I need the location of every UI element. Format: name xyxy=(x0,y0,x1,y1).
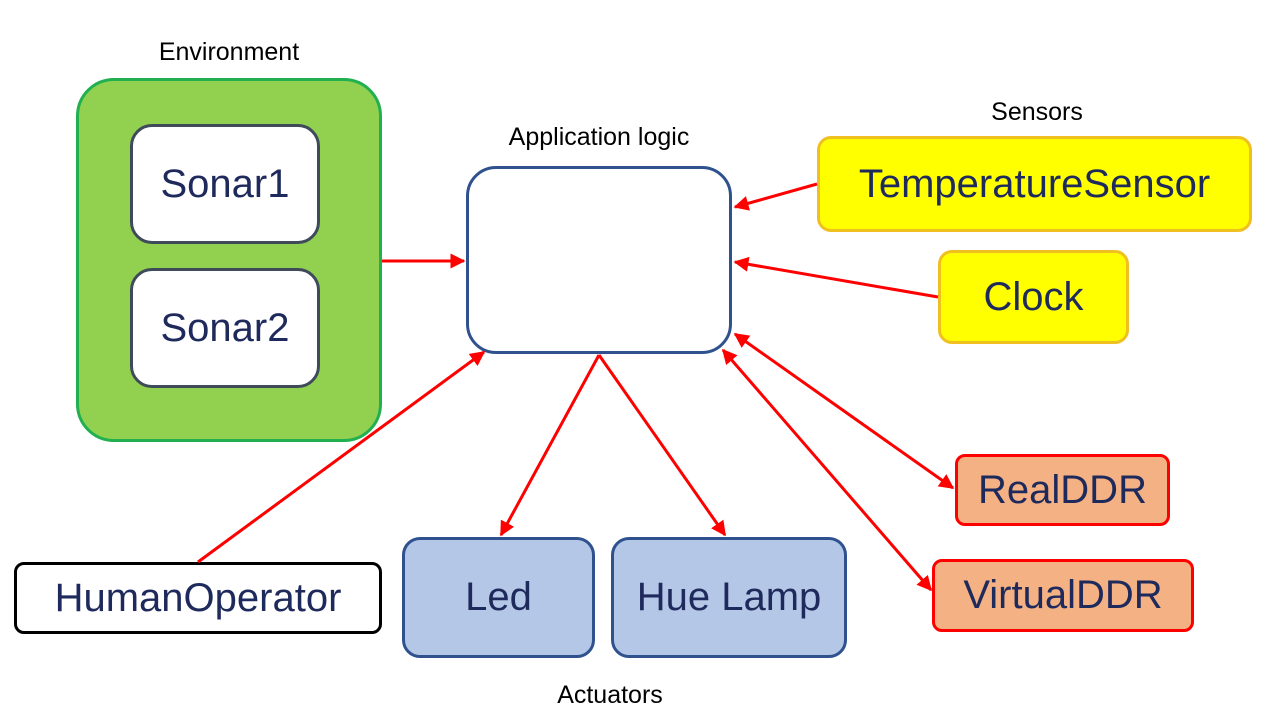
arrow-app-realddr xyxy=(733,332,955,490)
real-ddr-node: RealDDR xyxy=(955,454,1170,526)
temperature-sensor-node: TemperatureSensor xyxy=(817,136,1252,232)
virtual-ddr-node: VirtualDDR xyxy=(932,559,1194,632)
environment-label: Environment xyxy=(158,38,300,66)
arrow-app-virtualddr xyxy=(721,348,933,592)
clock-node: Clock xyxy=(938,250,1129,344)
led-node: Led xyxy=(402,537,595,658)
application-logic-label: Application logic xyxy=(508,123,690,151)
sonar1-node: Sonar1 xyxy=(130,124,320,244)
human-operator-node: HumanOperator xyxy=(14,562,382,634)
arrow-temperature-to-app xyxy=(733,182,818,211)
application-logic-node xyxy=(466,166,732,354)
arrow-app-to-hue xyxy=(597,354,727,537)
arrow-clock-to-app xyxy=(733,256,939,299)
sonar2-node: Sonar2 xyxy=(130,268,320,388)
arrow-human-to-app xyxy=(197,350,486,564)
actuators-label: Actuators xyxy=(557,681,663,709)
arrow-app-to-led xyxy=(499,354,601,537)
sensors-label: Sensors xyxy=(991,98,1083,126)
